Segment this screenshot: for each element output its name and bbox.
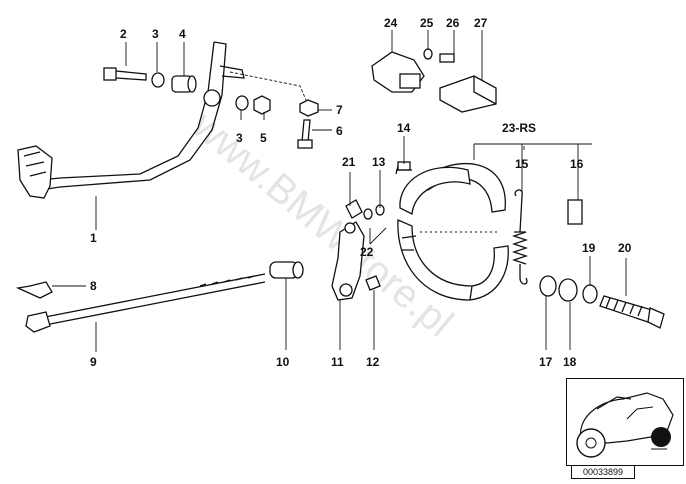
callout-3-second: 3 <box>236 131 243 145</box>
callout-1: 1 <box>90 231 97 245</box>
callout-24: 24 <box>384 16 398 30</box>
callout-14: 14 <box>397 121 411 135</box>
callout-19: 19 <box>582 241 596 255</box>
part-cover-27 <box>439 75 497 113</box>
part-oring-19 <box>582 284 598 304</box>
callout-20: 20 <box>618 241 632 255</box>
part-nut-7 <box>299 99 319 117</box>
callout-10: 10 <box>276 355 290 369</box>
callout-21: 21 <box>342 155 356 169</box>
diagram-part-number: 00033899 <box>571 465 635 479</box>
part-pin-12 <box>365 275 381 291</box>
leader-lines <box>52 30 627 352</box>
callout-25: 25 <box>420 16 434 30</box>
callout-3: 3 <box>152 27 159 41</box>
part-bushing-4 <box>171 75 197 93</box>
part-washer-25 <box>423 48 433 60</box>
callout-4: 4 <box>179 27 186 41</box>
callout-27: 27 <box>474 16 488 30</box>
part-indicator-21 <box>345 199 363 219</box>
callout-26: 26 <box>446 16 460 30</box>
part-spring-15 <box>511 189 529 285</box>
callout-6: 6 <box>336 124 343 138</box>
callout-22: 22 <box>360 245 374 259</box>
brake-pedal-arm <box>17 41 245 199</box>
callout-16: 16 <box>570 157 584 171</box>
part-washer-13 <box>363 208 373 220</box>
callout-18: 18 <box>563 355 577 369</box>
callout-9: 9 <box>90 355 97 369</box>
part-cam-16 <box>567 199 583 225</box>
callout-7: 7 <box>336 103 343 117</box>
callout-13: 13 <box>372 155 386 169</box>
callout-17: 17 <box>539 355 553 369</box>
callout-2: 2 <box>120 27 127 41</box>
callout-11: 11 <box>331 355 344 369</box>
part-washer-3b <box>235 95 249 111</box>
callout-23-rs: 23-RS <box>502 121 536 135</box>
motorcycle-thumbnail <box>566 378 684 466</box>
motorcycle-icon <box>576 392 674 458</box>
part-adjust-nut-10 <box>269 261 304 279</box>
callout-5: 5 <box>260 131 267 145</box>
part-switch-24 <box>371 51 425 93</box>
part-bolt-2 <box>103 67 147 81</box>
part-washer-17 <box>539 275 557 297</box>
callout-15: 15 <box>515 157 529 171</box>
part-nut-5 <box>253 95 271 115</box>
part-washer-3 <box>151 72 165 88</box>
part-screw-26 <box>439 53 455 63</box>
watermark-text: www.BMWstore.pl <box>183 103 461 346</box>
part-brake-lever-11 <box>331 221 365 301</box>
part-seal-18 <box>558 278 578 302</box>
part-camshaft-20 <box>599 295 665 329</box>
part-brake-rod-9 <box>25 273 266 333</box>
callout-8: 8 <box>90 279 97 293</box>
part-bolt-6 <box>297 119 313 149</box>
brake-shoes-23rs <box>397 162 509 301</box>
part-clip-8 <box>15 281 53 299</box>
assembly-line-7 <box>229 71 307 101</box>
callout-12: 12 <box>366 355 380 369</box>
